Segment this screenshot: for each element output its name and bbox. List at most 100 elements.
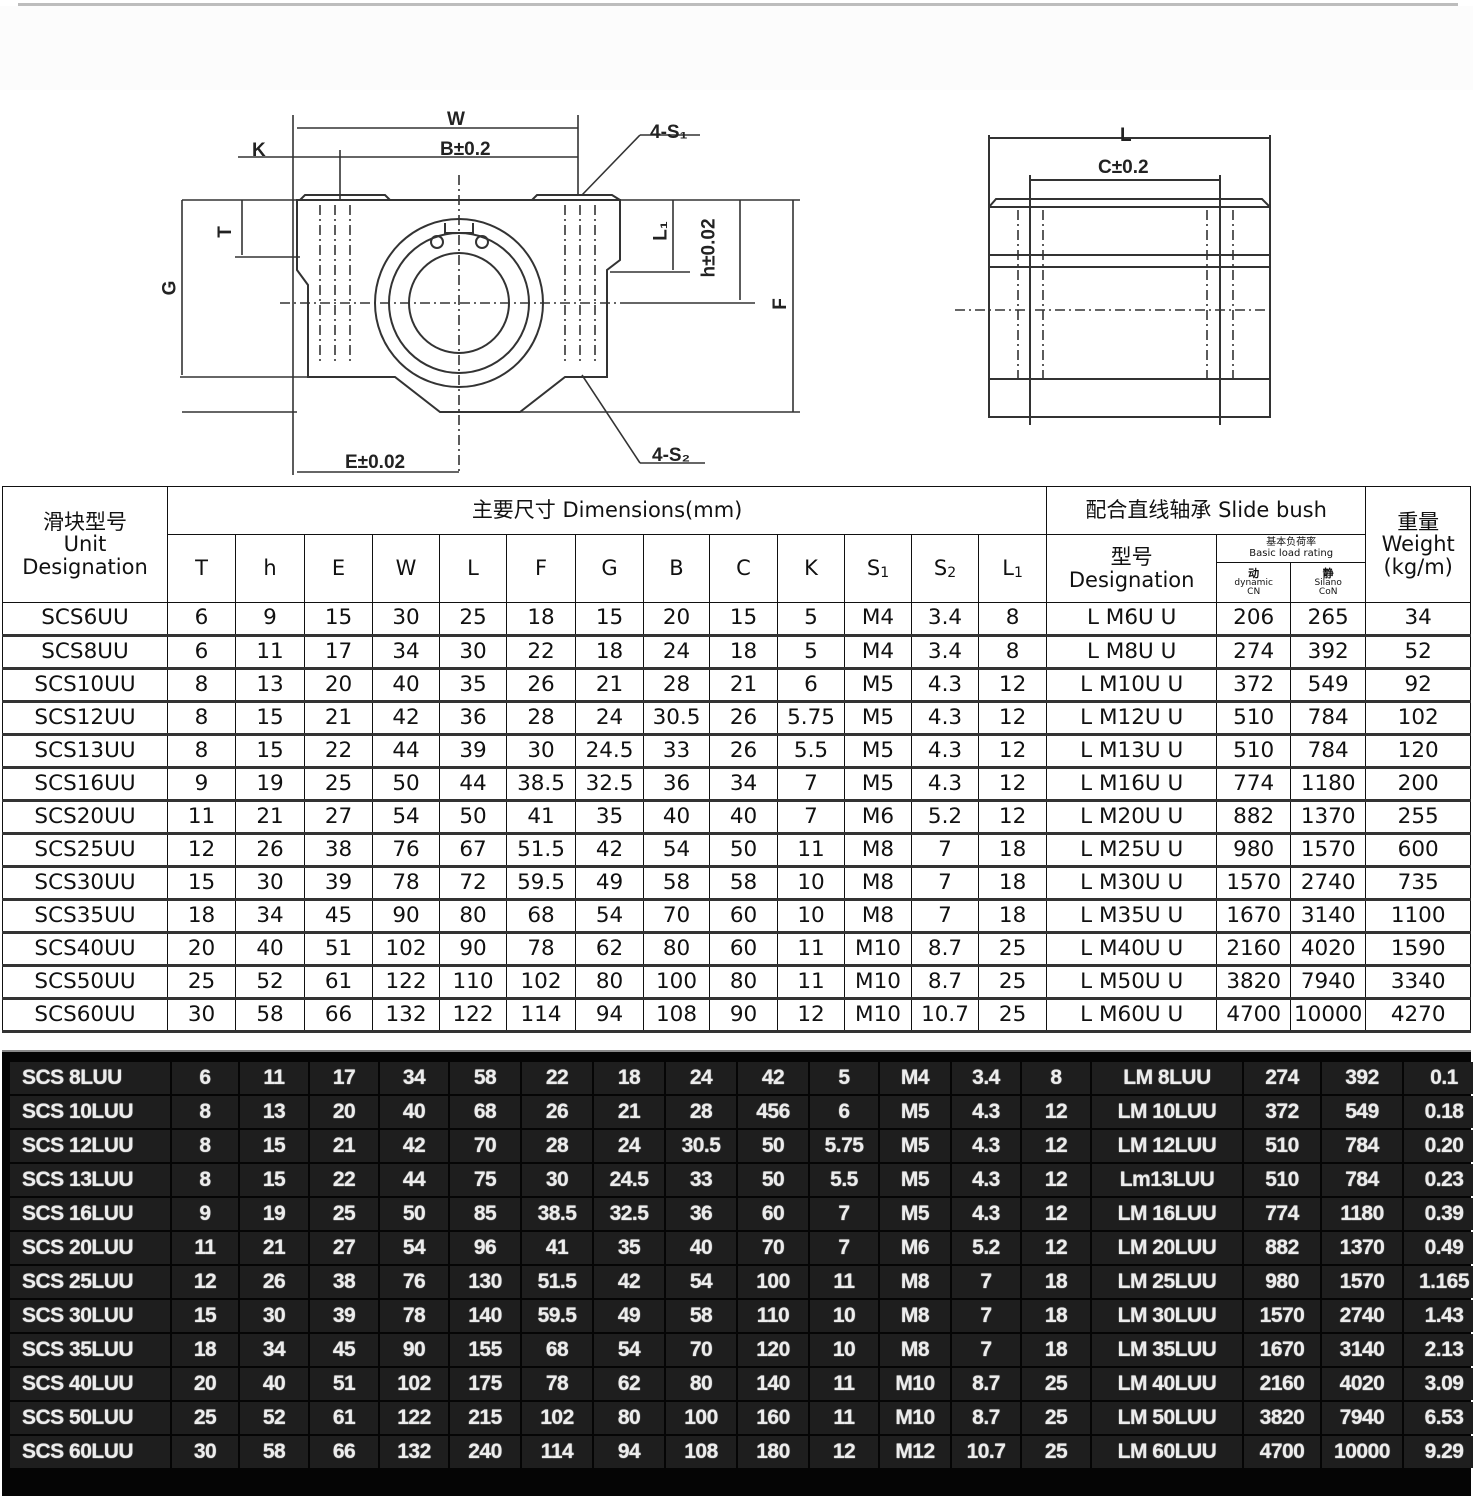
table-cell: 549 [1322,1096,1402,1128]
table-cell: 4.3 [952,1096,1020,1128]
table-cell: 90 [439,931,507,966]
table-cell: 108 [643,997,710,1032]
dim-label-k: K [252,140,266,161]
table-cell: 12 [1022,1232,1090,1264]
weight-header-en: Weight [1381,532,1455,557]
table-cell: 18 [1022,1266,1090,1298]
dim-label-s1: 4-S₁ [650,122,688,143]
table-cell: 25 [310,1198,378,1230]
table-cell: 4270 [1365,997,1472,1032]
table-cell: 1570 [1244,1300,1320,1332]
table-cell: 38.5 [506,766,576,801]
unit-designation-cell: SCS 12LUU [10,1130,170,1162]
table-cell: 5.5 [777,733,845,768]
table-cell: 34 [380,1062,448,1094]
table-cell: 882 [1216,799,1292,834]
table-cell: 54 [594,1334,664,1366]
table-cell: 0.23 [1404,1164,1473,1196]
table-cell: 4.3 [911,700,979,735]
dim-label-h: h±0.02 [698,218,720,278]
table-cell: M8 [880,1334,950,1366]
table-cell: 52 [235,964,305,999]
table-cell: 3.4 [911,602,979,636]
table-cell: 62 [594,1368,664,1400]
table-cell: 8 [172,1096,238,1128]
table-cell: 80 [709,964,778,999]
bush-designation-cell: LM 25LUU [1092,1266,1242,1298]
bush-designation-cell: L M6U U [1046,602,1218,636]
table-cell: 11 [235,634,305,669]
table-cell: 3.4 [952,1062,1020,1094]
table-cell: 8 [167,700,236,735]
table-cell: 122 [439,997,507,1032]
table-cell: M5 [880,1096,950,1128]
table-cell: 3.4 [911,634,979,669]
table-cell: 372 [1244,1096,1320,1128]
table-cell: 38 [304,832,373,867]
table-cell: 8.7 [911,964,979,999]
table-cell: 774 [1216,766,1292,801]
table-cell: 85 [450,1198,520,1230]
table-cell: 68 [450,1096,520,1128]
table-cell: 5.75 [777,700,845,735]
table-cell: 7 [777,766,845,801]
table-cell: 18 [575,634,644,669]
table-cell: 11 [777,931,845,966]
table-cell: 21 [575,667,644,702]
table-cell: 12 [810,1436,878,1468]
table-cell: 21 [310,1130,378,1162]
table-cell: 2740 [1290,865,1367,900]
table-cell: 110 [738,1300,808,1332]
table-cell: 35 [575,799,644,834]
table-cell: 1180 [1322,1198,1402,1230]
table-cell: 24 [575,700,644,735]
table-cell: 114 [506,997,576,1032]
unit-designation-cell: SCS13UU [2,733,168,768]
table-cell: 100 [643,964,710,999]
unit-designation-cell: SCS25UU [2,832,168,867]
table-cell: 25 [167,964,236,999]
table-cell: 39 [439,733,507,768]
table-cell: 80 [575,964,644,999]
bush-designation-cell: LM 8LUU [1092,1062,1242,1094]
table-cell: 18 [167,898,236,933]
unit-designation-cell: SCS16UU [2,766,168,801]
table-cell: 774 [1244,1198,1320,1230]
table-cell: 240 [450,1436,520,1468]
table-cell: 25 [1022,1436,1090,1468]
table-cell: M4 [844,602,912,636]
table-cell: 6 [777,667,845,702]
table-cell: 1180 [1290,766,1367,801]
col-header-w: W [372,534,440,603]
table-cell: 54 [372,799,440,834]
table-cell: 22 [310,1164,378,1196]
col-header-g: G [575,534,644,603]
table-cell: 28 [666,1096,736,1128]
table-cell: 39 [304,865,373,900]
table-cell: 78 [522,1368,592,1400]
table-cell: 70 [450,1130,520,1162]
table-cell: 9 [172,1198,238,1230]
table-cell: 10.7 [952,1436,1020,1468]
table-cell: 30 [172,1436,238,1468]
table-cell: 24.5 [575,733,644,768]
table-cell: 20 [310,1096,378,1128]
unit-designation-cell: SCS 13LUU [10,1164,170,1196]
table-cell: 27 [304,799,373,834]
table-cell: 24 [594,1130,664,1162]
table-cell: 44 [439,766,507,801]
table-cell: 8.7 [952,1402,1020,1434]
table-cell: 392 [1290,634,1367,669]
table-cell: 50 [439,799,507,834]
bush-designation-cell: LM 10LUU [1092,1096,1242,1128]
table-cell: 1670 [1216,898,1292,933]
table-cell: M5 [880,1198,950,1230]
table-cell: 40 [666,1232,736,1264]
